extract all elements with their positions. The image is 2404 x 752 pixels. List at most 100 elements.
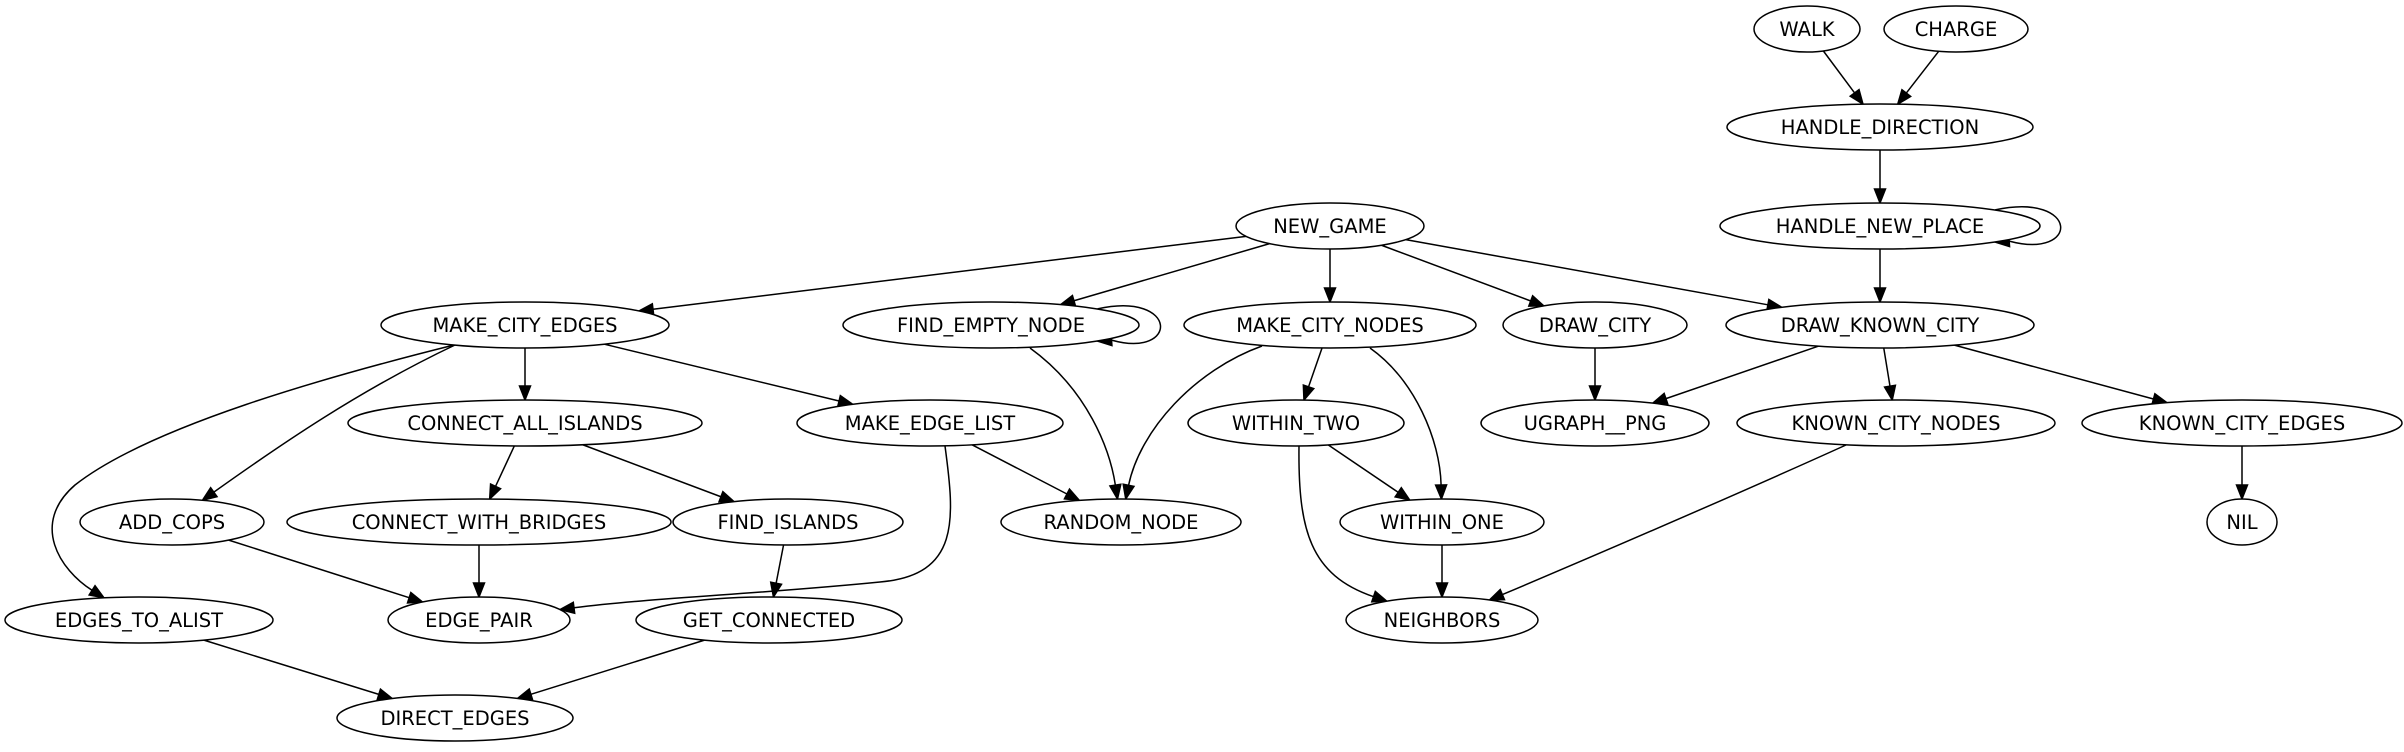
node-label: CONNECT_ALL_ISLANDS xyxy=(407,412,642,435)
node-label: HANDLE_DIRECTION xyxy=(1781,116,1979,139)
node-ellipse xyxy=(387,596,571,644)
node-connect-all-islands: CONNECT_ALL_ISLANDS xyxy=(347,399,703,447)
node-ellipse xyxy=(286,498,672,546)
edge-line xyxy=(1073,242,1270,302)
edge-line xyxy=(1327,444,1399,493)
node-find-empty-node: FIND_EMPTY_NODE xyxy=(842,301,1140,349)
edge-line xyxy=(775,544,785,584)
node-ugraph-png: UGRAPH__PNG xyxy=(1480,399,1710,447)
edge-make_city_edges-to-make_edge_list xyxy=(604,343,855,408)
node-label: FIND_ISLANDS xyxy=(717,511,858,534)
node-handle-new-place: HANDLE_NEW_PLACE xyxy=(1719,202,2041,250)
edge-known_city_nodes-to-neighbors xyxy=(1487,444,1847,601)
edge-line xyxy=(1883,347,1891,387)
node-connect-with-bridges: CONNECT_WITH_BRIDGES xyxy=(286,498,672,546)
edge-line xyxy=(1405,238,1769,306)
node-ellipse xyxy=(672,498,904,546)
node-within-one: WITHIN_ONE xyxy=(1339,498,1545,546)
node-ellipse xyxy=(635,596,903,644)
edge-add_cops-to-edge_pair xyxy=(228,539,425,604)
node-ellipse xyxy=(336,694,574,742)
node-ellipse xyxy=(2081,399,2403,447)
arrowhead-icon xyxy=(1650,392,1669,405)
node-label: CHARGE xyxy=(1915,18,1998,41)
edge-get_connected-to-direct_edges xyxy=(515,639,705,701)
edge-edges_to_alist-to-direct_edges xyxy=(203,639,395,701)
node-make-city-edges: MAKE_CITY_EDGES xyxy=(380,301,670,349)
arrowhead-icon xyxy=(1487,588,1506,601)
edge-line xyxy=(1029,347,1117,486)
edge-new_game-to-draw_city xyxy=(1381,244,1546,307)
node-label: NIL xyxy=(2226,511,2257,534)
nodes-layer: WALK CHARGE HANDLE_DIRECTION HANDLE_NEW_PLA… xyxy=(4,5,2403,742)
edge-draw_known_city-to-known_city_nodes xyxy=(1883,347,1897,403)
node-ellipse xyxy=(4,596,274,644)
node-label: DRAW_CITY xyxy=(1539,314,1651,337)
arrowhead-icon xyxy=(1063,487,1082,502)
edge-make_city_nodes-to-random_node xyxy=(1122,345,1263,502)
edges-layer xyxy=(51,50,2249,701)
edge-make_city_edges-to-edges_to_alist xyxy=(51,344,455,599)
node-label: EDGE_PAIR xyxy=(425,609,533,632)
edge-draw_known_city-to-known_city_edges xyxy=(1954,344,2169,406)
node-ellipse xyxy=(380,301,670,349)
edge-line xyxy=(1954,344,2154,400)
node-make-edge-list: MAKE_EDGE_LIST xyxy=(796,399,1064,447)
node-ellipse xyxy=(1000,498,1242,546)
edge-connect_with_bridges-to-edge_pair xyxy=(472,545,486,600)
edge-within_two-to-within_one xyxy=(1327,444,1412,502)
arrowhead-icon xyxy=(1302,383,1316,403)
node-edge-pair: EDGE_PAIR xyxy=(387,596,571,644)
edge-line xyxy=(1665,345,1819,400)
node-add-cops: ADD_COPS xyxy=(79,498,265,546)
arrowhead-icon xyxy=(1848,88,1865,106)
node-nil: NIL xyxy=(2206,498,2278,546)
arrowhead-icon xyxy=(1370,590,1389,603)
node-walk: WALK xyxy=(1753,5,1861,53)
node-random-node: RANDOM_NODE xyxy=(1000,498,1242,546)
edge-make_city_nodes-to-within_two xyxy=(1302,347,1323,403)
edge-line xyxy=(1502,444,1847,596)
edge-line xyxy=(1822,50,1856,94)
edge-line xyxy=(1127,345,1263,486)
node-edges-to-alist: EDGES_TO_ALIST xyxy=(4,596,274,644)
node-ellipse xyxy=(1883,5,2029,53)
arrowhead-icon xyxy=(1122,483,1136,502)
node-label: MAKE_CITY_NODES xyxy=(1236,314,1424,337)
edge-line xyxy=(530,639,705,696)
node-new-game: NEW_GAME xyxy=(1235,202,1425,250)
node-label: KNOWN_CITY_NODES xyxy=(1792,412,2001,435)
edge-walk-to-handle_direction xyxy=(1822,50,1865,106)
node-direct-edges: DIRECT_EDGES xyxy=(336,694,574,742)
edge-make_city_edges-to-connect_all_islands xyxy=(518,348,532,403)
arrowhead-icon xyxy=(717,490,736,503)
node-label: CONNECT_WITH_BRIDGES xyxy=(352,511,607,534)
node-ellipse xyxy=(796,399,1064,447)
node-label: HANDLE_NEW_PLACE xyxy=(1776,215,1984,238)
node-label: GET_CONNECTED xyxy=(683,609,855,632)
arrowhead-icon xyxy=(1896,88,1912,106)
node-ellipse xyxy=(1719,202,2041,250)
node-ellipse xyxy=(79,498,265,546)
edge-line xyxy=(1298,445,1374,598)
node-ellipse xyxy=(1480,399,1710,447)
edge-make_city_nodes-to-within_one xyxy=(1369,347,1448,502)
node-ellipse xyxy=(1345,596,1539,644)
node-charge: CHARGE xyxy=(1883,5,2029,53)
edge-handle_new_place-to-draw_known_city xyxy=(1873,249,1887,305)
node-label: DRAW_KNOWN_CITY xyxy=(1781,314,1980,337)
arrowhead-icon xyxy=(488,482,502,501)
edge-line xyxy=(51,344,455,591)
edge-line xyxy=(604,343,840,402)
arrowhead-icon xyxy=(1108,483,1122,502)
edge-make_edge_list-to-random_node xyxy=(971,444,1082,502)
node-get-connected: GET_CONNECTED xyxy=(635,596,903,644)
node-label: RANDOM_NODE xyxy=(1044,511,1199,534)
arrowhead-icon xyxy=(1393,486,1412,502)
arrowhead-icon xyxy=(1873,188,1887,206)
edge-make_city_edges-to-add_cops xyxy=(200,344,456,502)
arrowhead-icon xyxy=(558,601,576,615)
arrowhead-icon xyxy=(472,582,486,600)
edge-line xyxy=(971,444,1068,495)
